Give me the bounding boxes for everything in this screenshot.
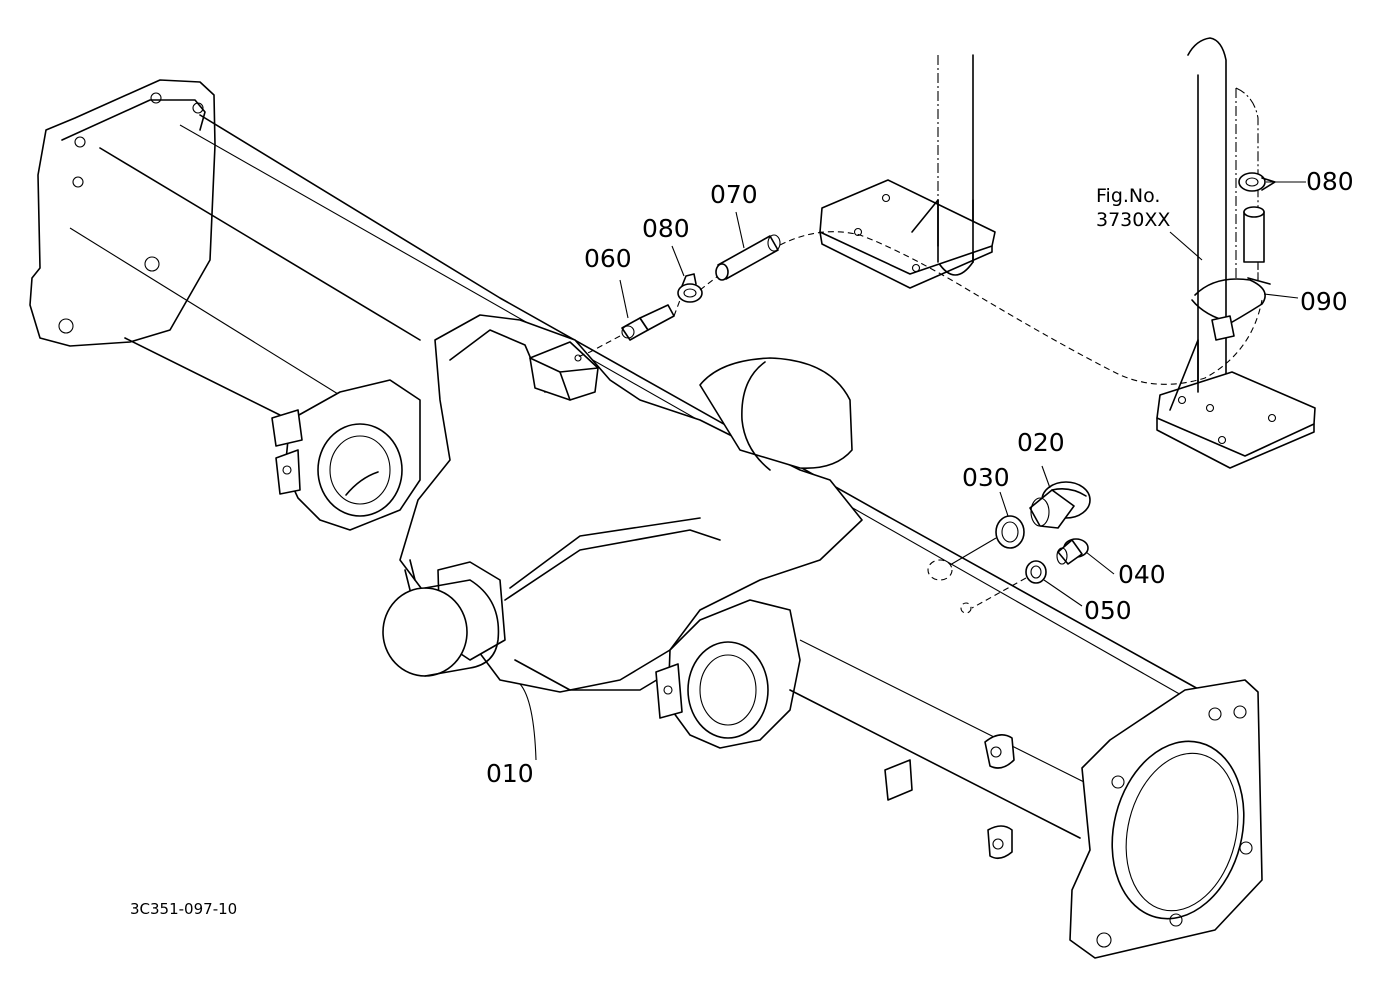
part-080-clamp-right: [1238, 172, 1276, 263]
figure-reference-line2: 3730XX: [1096, 209, 1170, 231]
drawing-code: 3C351-097-10: [130, 900, 237, 918]
part-label-030: 030: [962, 463, 1010, 492]
part-050-washer: [971, 560, 1047, 609]
front-axle-housing: [29, 79, 1263, 959]
part-label-020: 020: [1017, 428, 1065, 457]
leader-lines: [519, 181, 1306, 761]
part-label-070: 070: [710, 180, 758, 209]
part-060-nipple: [574, 304, 675, 359]
part-label-080-left: 080: [642, 214, 690, 243]
part-040-plug: [1056, 538, 1089, 565]
figure-reference-line1: Fig.No.: [1096, 185, 1160, 207]
part-080-clamp-left: [673, 273, 719, 317]
part-030-seal: [949, 515, 1025, 566]
part-020-plug: [1029, 481, 1091, 529]
part-label-080-right: 080: [1306, 167, 1354, 196]
part-labels: 010 020 030 040 050 060 070 080 080 090: [486, 167, 1354, 788]
part-label-010: 010: [486, 759, 534, 788]
part-label-060: 060: [584, 244, 632, 273]
part-label-040: 040: [1118, 560, 1166, 589]
part-label-050: 050: [1084, 596, 1132, 625]
part-label-090: 090: [1300, 287, 1348, 316]
rops-frame-reference: [779, 37, 1316, 469]
part-070-hose: [715, 234, 781, 281]
part-090-band: [1191, 277, 1271, 341]
